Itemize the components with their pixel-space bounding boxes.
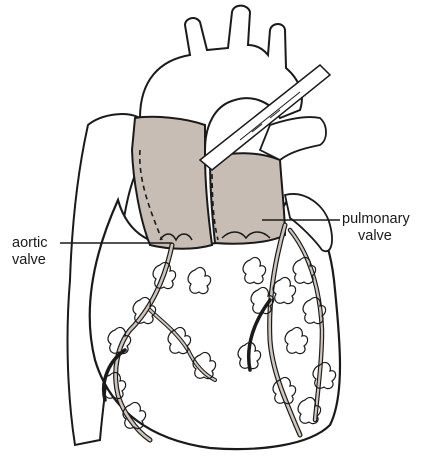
aortic-valve-label-line1: aortic [12,235,47,252]
aortic-valve-label: aortic valve [12,235,47,269]
aortic-valve-label-line2: valve [12,252,47,269]
pulmonary-valve-label-line2: valve [342,228,410,245]
pulmonary-valve-label-line1: pulmonary [342,211,410,228]
pulmonary-trunk [210,153,285,243]
pulmonary-valve-label: pulmonary valve [342,211,410,245]
ascending-aorta [132,117,212,249]
